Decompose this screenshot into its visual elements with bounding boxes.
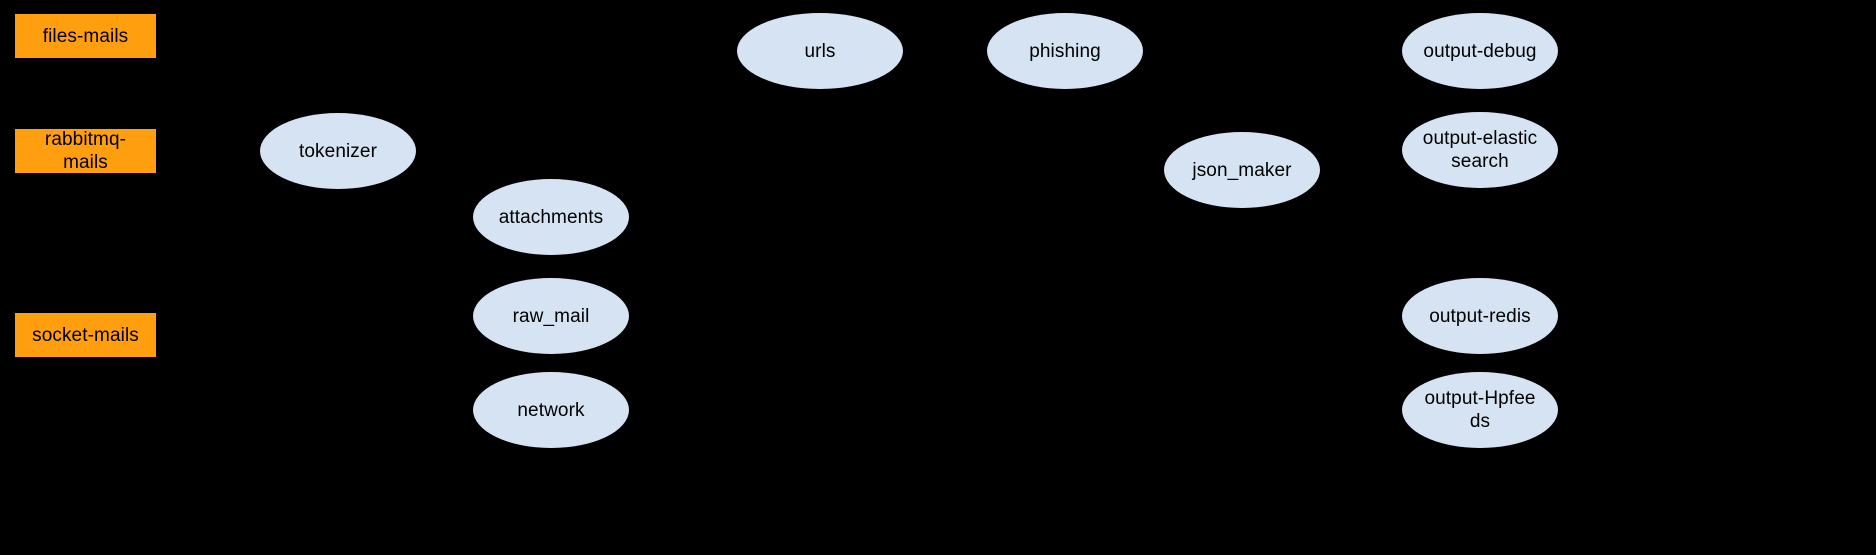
node-label-files-mails: files-mails [42, 25, 129, 47]
node-socket-mails[interactable]: socket-mails [14, 312, 157, 358]
node-label-output-debug: output-debug [1423, 40, 1537, 62]
node-attachments[interactable]: attachments [473, 179, 629, 255]
node-label-socket-mails: socket-mails [32, 324, 139, 346]
node-output-elasticsearch[interactable]: output-elastic search [1402, 112, 1558, 188]
node-label-raw_mail: raw_mail [512, 305, 590, 327]
node-raw_mail[interactable]: raw_mail [473, 278, 629, 354]
node-files-mails[interactable]: files-mails [14, 13, 157, 59]
node-urls[interactable]: urls [737, 13, 903, 89]
node-label-output-elasticsearch: output-elastic search [1422, 128, 1538, 172]
node-label-json_maker: json_maker [1192, 159, 1292, 181]
node-label-output-hpfeeds: output-Hpfee ds [1424, 388, 1536, 432]
node-phishing[interactable]: phishing [987, 13, 1143, 89]
node-label-rabbitmq-mails: rabbitmq-mails [44, 129, 127, 173]
node-network[interactable]: network [473, 372, 629, 448]
node-label-urls: urls [804, 40, 836, 62]
node-json_maker[interactable]: json_maker [1164, 132, 1320, 208]
node-output-debug[interactable]: output-debug [1402, 13, 1558, 89]
node-rabbitmq-mails[interactable]: rabbitmq-mails [14, 128, 157, 174]
node-tokenizer[interactable]: tokenizer [260, 113, 416, 189]
node-label-output-redis: output-redis [1429, 305, 1531, 327]
node-output-hpfeeds[interactable]: output-Hpfee ds [1402, 372, 1558, 448]
node-label-attachments: attachments [498, 206, 604, 228]
node-label-phishing: phishing [1029, 40, 1101, 62]
node-label-tokenizer: tokenizer [299, 140, 377, 162]
node-output-redis[interactable]: output-redis [1402, 278, 1558, 354]
node-label-network: network [517, 399, 585, 421]
